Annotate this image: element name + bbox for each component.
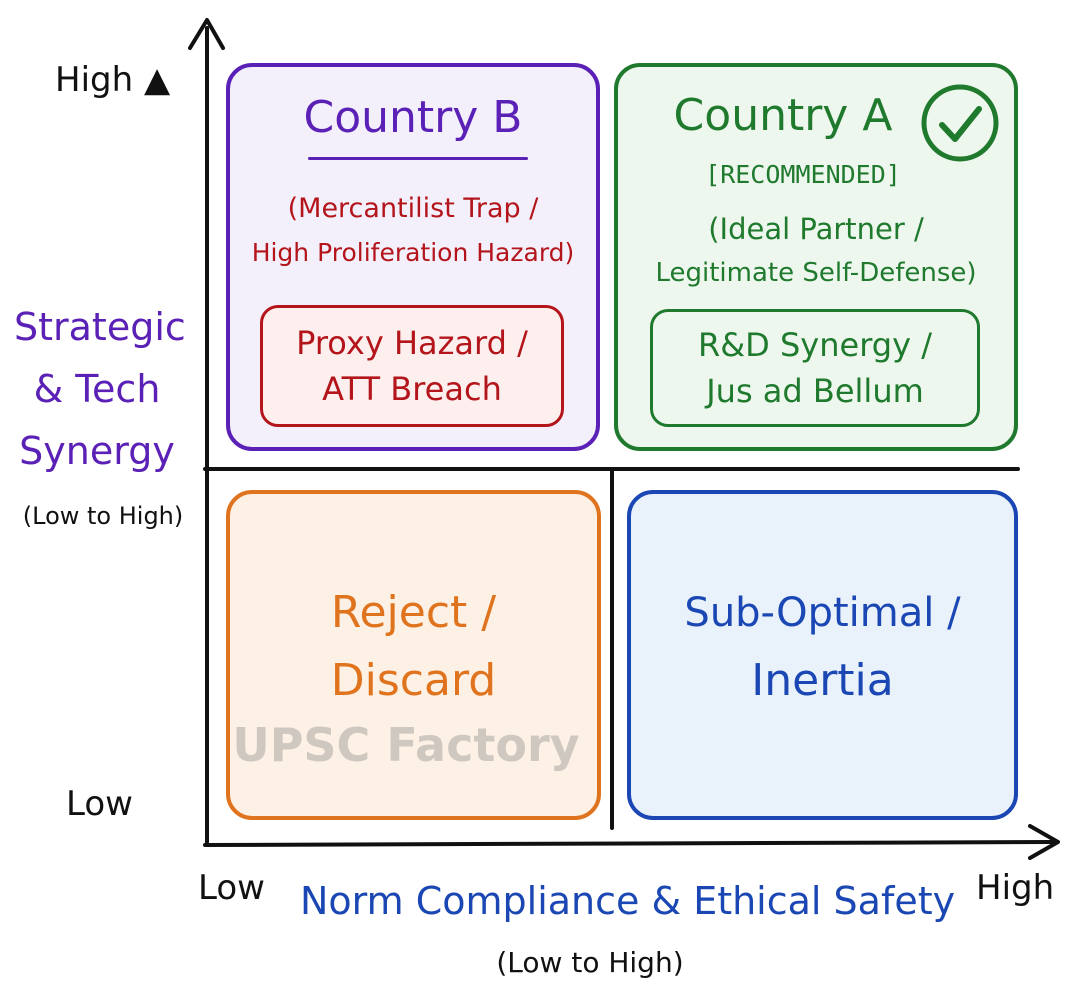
country-b-risk-line-2: ATT Breach: [322, 370, 502, 408]
reject-line-1: Reject /: [330, 587, 497, 638]
country-b-risk-box: Proxy Hazard / ATT Breach: [260, 305, 564, 427]
country-a-benefit-line-1: R&D Synergy /: [697, 326, 932, 364]
quadrant-bottom-left: Reject / Discard: [226, 490, 601, 820]
y-axis-title: Strategic & Tech Synergy: [14, 296, 186, 482]
quadrant-top-left: Country B (Mercantilist Trap / High Prol…: [226, 63, 600, 451]
check-circle-icon: [921, 84, 999, 162]
country-b-title: Country B: [303, 92, 523, 143]
quadrant-bottom-right: Sub-Optimal / Inertia: [627, 490, 1018, 820]
country-a-recommended-tag: [RECOMMENDED]: [705, 160, 901, 189]
y-axis-arrowhead: [188, 18, 225, 50]
x-axis-high-label: High: [976, 868, 1055, 908]
suboptimal-line-2: Inertia: [751, 655, 894, 706]
reject-line-2: Discard: [330, 655, 497, 706]
quadrant-top-right: Country A [RECOMMENDED] (Ideal Partner /…: [614, 63, 1018, 451]
country-a-title: Country A: [673, 90, 893, 141]
suboptimal-line-1: Sub-Optimal /: [684, 590, 961, 636]
country-b-subtitle-line-2: High Proliferation Hazard): [251, 238, 575, 267]
country-a-subtitle-line-1: (Ideal Partner /: [708, 212, 924, 246]
country-a-benefit-line-2: Jus ad Bellum: [706, 372, 924, 410]
country-b-risk-line-1: Proxy Hazard /: [296, 324, 528, 362]
country-b-subtitle-line-1: (Mercantilist Trap /: [287, 193, 539, 224]
y-axis-high-label: High ▲: [55, 60, 171, 100]
x-axis-line: [203, 840, 1054, 847]
x-axis-title: Norm Compliance & Ethical Safety: [300, 879, 956, 923]
country-a-benefit-box: R&D Synergy / Jus ad Bellum: [650, 309, 980, 427]
y-axis-range-note: (Low to High): [22, 502, 184, 530]
country-b-underline: [308, 157, 528, 160]
x-axis-low-label: Low: [198, 868, 265, 908]
y-axis-title-line-2: & Tech: [33, 367, 161, 411]
y-axis-title-line-3: Synergy: [19, 429, 175, 473]
y-axis-low-label: Low: [66, 784, 133, 824]
watermark: UPSC Factory: [232, 718, 580, 772]
x-axis-arrowhead: [1028, 824, 1060, 860]
x-axis-range-note: (Low to High): [496, 946, 684, 979]
y-axis-title-line-1: Strategic: [14, 305, 186, 349]
country-a-subtitle-line-2: Legitimate Self-Defense): [655, 258, 977, 288]
